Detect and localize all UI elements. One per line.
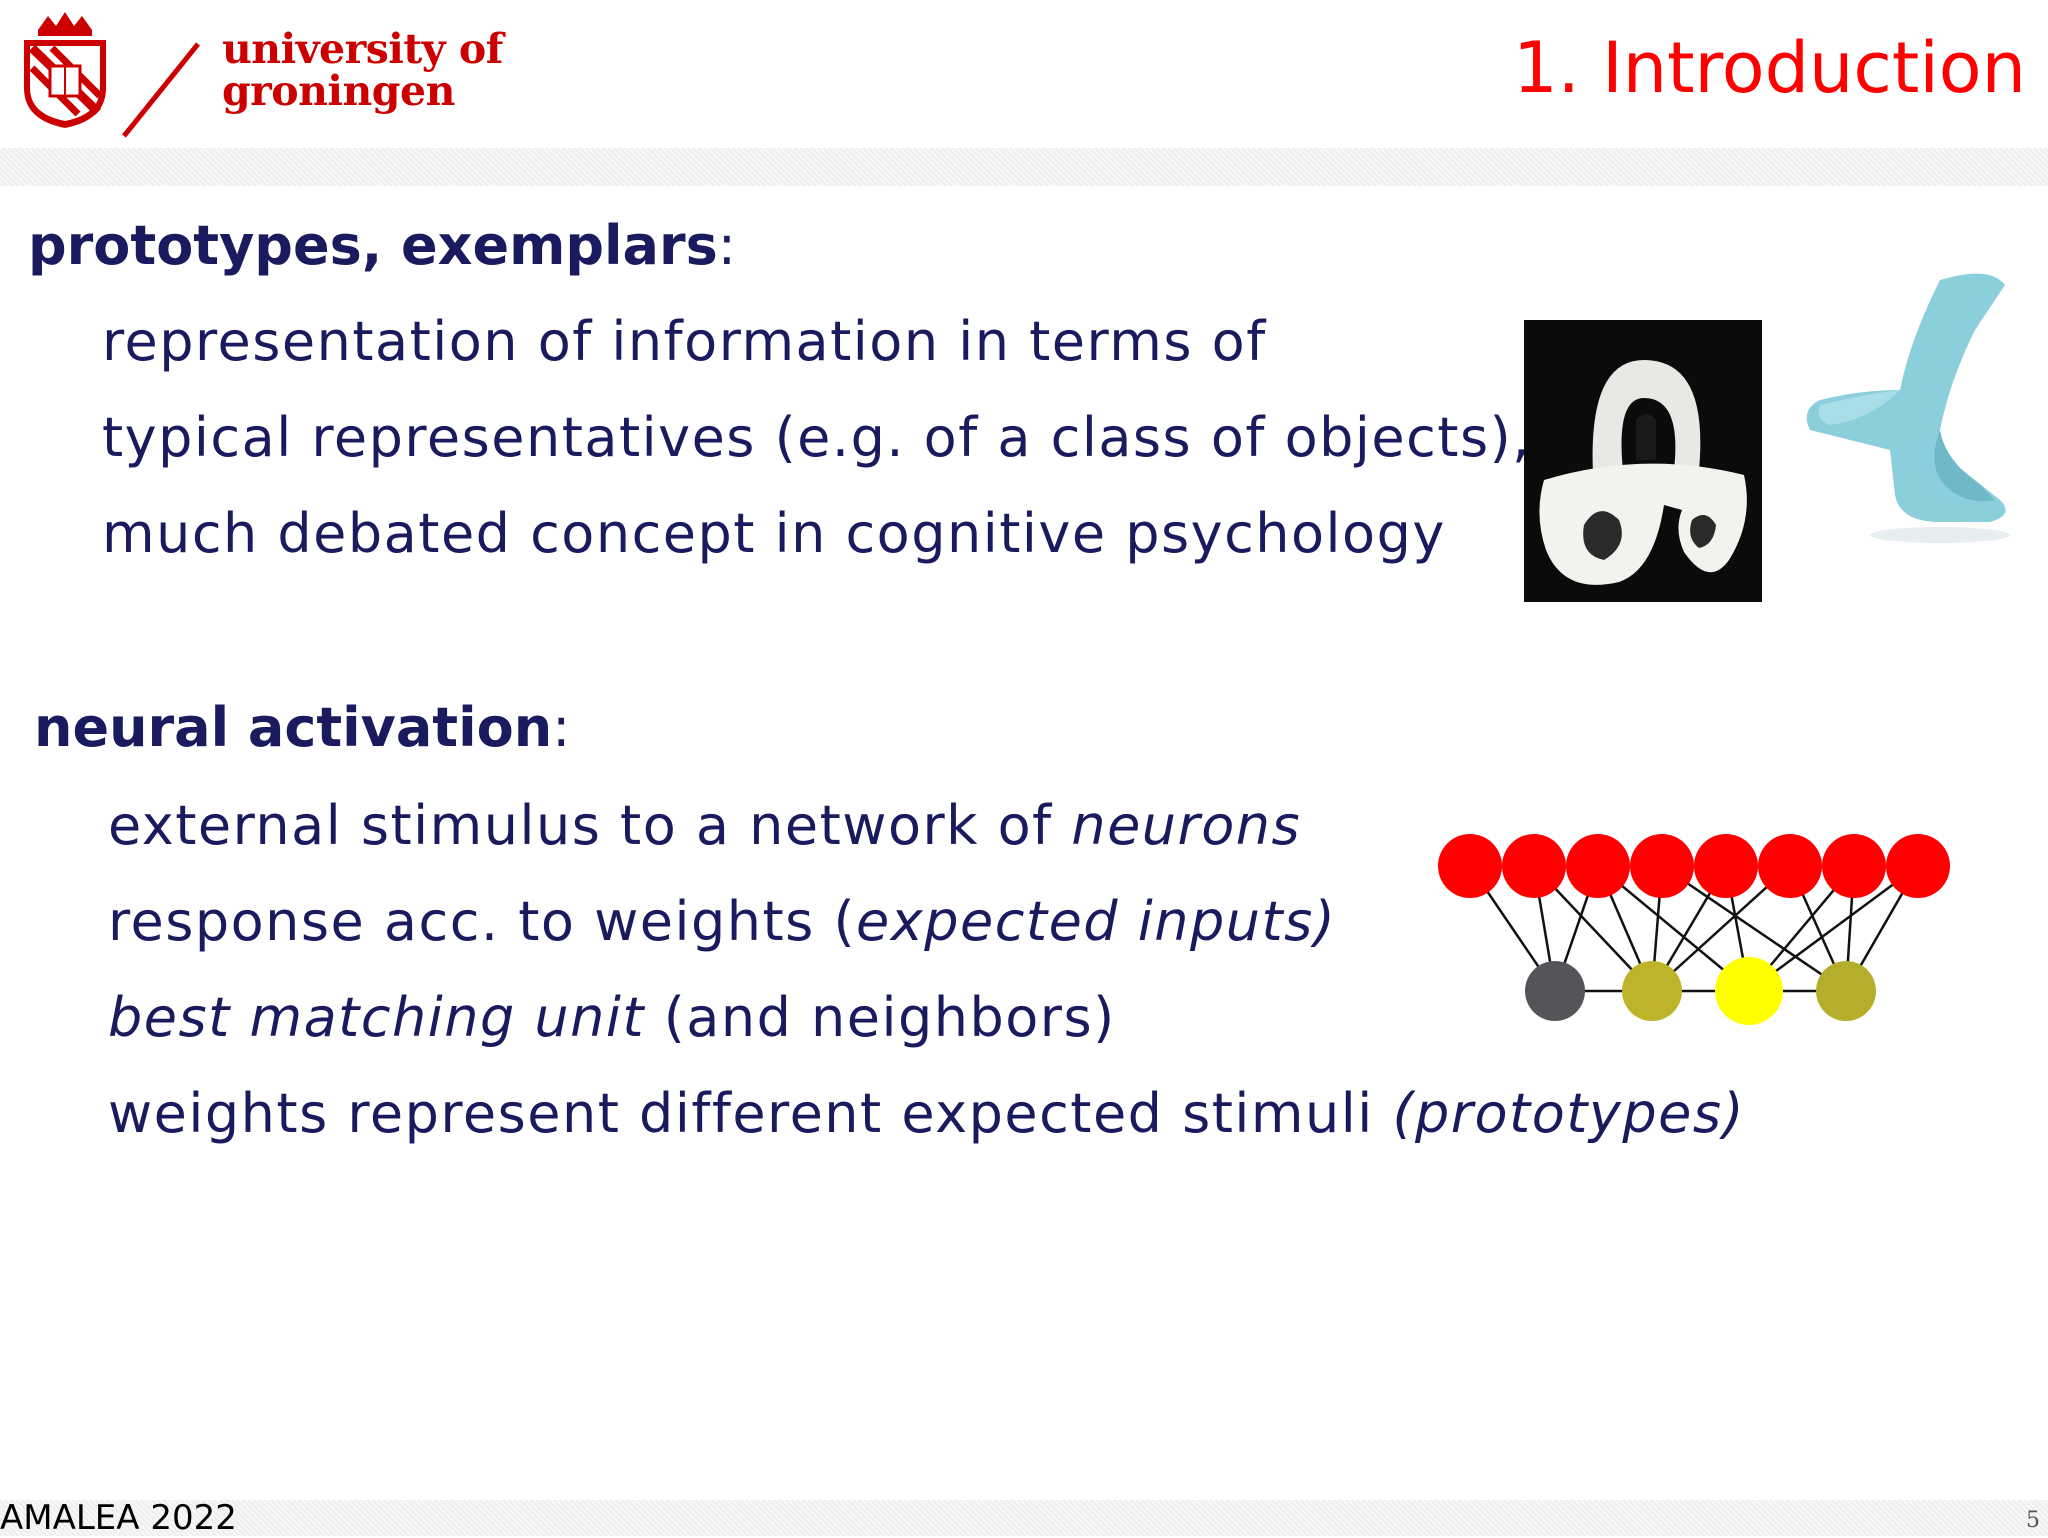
section2-line-2: response acc. to weights (expected input… [108, 890, 1336, 954]
footer-course-label: AMALEA 2022 [0, 1498, 237, 1538]
input-node-olive [1816, 961, 1876, 1021]
heading-bold: neural activation [34, 696, 553, 759]
input-nodes [1525, 957, 1876, 1025]
section2-line-1: external stimulus to a network of neuron… [108, 794, 1301, 858]
line-italic: expected inputs) [856, 890, 1337, 953]
slide-number: 5 [2026, 1508, 2040, 1533]
line-italic: best matching unit [108, 986, 646, 1049]
input-node-yellow [1715, 957, 1783, 1025]
line-text: external stimulus to a network of [108, 794, 1072, 857]
neuron-node [1502, 834, 1566, 898]
line-text: response acc. to weights ( [108, 890, 857, 953]
heading-colon: : [552, 696, 571, 759]
line-text: (and neighbors) [645, 986, 1116, 1049]
loop-sculpture-image [1524, 320, 1762, 602]
neuron-node [1822, 834, 1886, 898]
heading-bold: prototypes, exemplars [28, 214, 718, 277]
section1-line-2: typical representatives (e.g. of a class… [102, 406, 1531, 469]
logo-slash-icon [122, 42, 200, 138]
neuron-node [1758, 834, 1822, 898]
panton-chair-image [1806, 273, 2010, 543]
section1-line-1: representation of information in terms o… [102, 310, 1267, 373]
section2-line-4: weights represent different expected sti… [108, 1082, 1745, 1146]
neuron-node [1438, 834, 1502, 898]
slide-header: university of groningen 1. Introduction [0, 0, 2048, 148]
output-neurons [1438, 834, 1950, 898]
line-text: weights represent different expected sti… [108, 1082, 1393, 1145]
logo-line-2: groningen [222, 67, 455, 115]
neuron-node [1630, 834, 1694, 898]
section2-line-3: best matching unit (and neighbors) [108, 986, 1116, 1050]
footer-band [0, 1500, 2048, 1536]
heading-colon: : [717, 214, 736, 277]
university-crest-icon [24, 12, 106, 128]
input-node-gray [1525, 961, 1585, 1021]
section-heading-prototypes: prototypes, exemplars: [28, 214, 736, 278]
section1-line-3: much debated concept in cognitive psycho… [102, 502, 1446, 565]
neuron-node [1694, 834, 1758, 898]
slide-title: 1. Introduction [1513, 27, 2026, 109]
section-heading-neural: neural activation: [34, 696, 570, 760]
neuron-node [1566, 834, 1630, 898]
line-italic: (prototypes) [1392, 1082, 1746, 1145]
logo-line-1: university of [222, 25, 503, 73]
university-logo-text: university of groningen [222, 28, 503, 112]
neural-network-diagram [1438, 834, 1950, 1025]
header-band [0, 148, 2048, 186]
input-node-olive [1622, 961, 1682, 1021]
neuron-node [1886, 834, 1950, 898]
line-italic: neurons [1071, 794, 1302, 857]
